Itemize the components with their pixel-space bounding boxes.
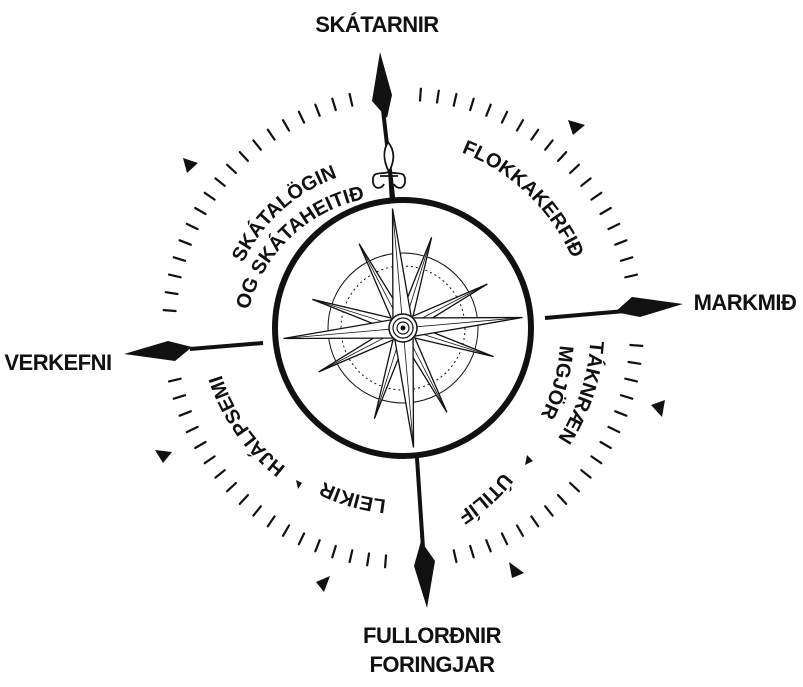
tick-mark [437,91,439,103]
south-label-line2: FORINGJAR [369,652,495,677]
compass-center-point [401,326,406,331]
east-needle-shaft [545,311,625,318]
south-label-line1: FULLORÐNIR [363,623,502,648]
tick-mark [558,495,566,504]
tick-mark [315,105,319,116]
tick-mark [240,495,248,504]
tick-mark [169,275,181,278]
tick-mark [625,275,637,278]
tick-mark [350,550,353,562]
tick-mark [625,379,637,382]
triangle-marker-icon [155,450,172,463]
tick-mark [205,456,215,463]
tick-mark [195,208,205,214]
tick-mark [215,178,224,185]
tick-mark [581,470,590,477]
tick-mark [187,427,198,432]
east-arrowhead-icon [615,297,683,317]
triangle-marker-icon [509,562,524,578]
tick-mark [169,379,181,382]
tick-mark [531,130,538,140]
north-arrowhead-icon [372,52,392,118]
tick-mark [240,152,248,161]
tick-mark [332,546,336,557]
west-arrowhead-icon [124,341,192,361]
section-label-utilif: ÚTILÍF [454,469,517,528]
tick-mark [180,411,191,415]
tick-mark [630,345,642,346]
west-needle-shaft [190,343,263,349]
tick-mark [180,240,191,244]
tick-mark [502,112,507,123]
tick-mark [581,178,590,185]
tick-mark [350,94,353,106]
tick-mark [174,395,185,399]
tick-mark [621,257,632,261]
east-label: MARKMIÐ [694,290,797,315]
tick-mark [558,152,566,161]
tick-mark [215,470,224,477]
tick-mark [227,483,236,491]
tick-mark [615,240,626,244]
tick-mark [601,442,611,448]
compass-rose-icon [275,200,531,456]
triangle-marker-icon [568,120,585,135]
tick-mark [470,546,474,557]
section-label-hjalpsemi: HJÁLPSEMI [205,373,289,480]
south-arrowhead-icon [414,541,435,608]
tick-mark [332,99,336,110]
triangle-marker-icon [525,455,533,465]
tick-mark [253,506,260,515]
tick-mark [570,483,579,491]
west-label: VERKEFNI [4,350,111,375]
triangle-marker-icon [183,158,198,173]
tick-mark [420,89,421,101]
tick-mark [315,540,319,551]
tick-mark [629,362,641,364]
tick-mark [608,427,619,432]
tick-mark [517,120,523,130]
tick-mark [517,526,523,536]
tick-mark [454,550,457,562]
tick-mark [545,140,552,149]
tick-mark [283,120,289,130]
tick-mark [187,224,198,229]
tick-mark [591,193,601,200]
tick-mark [486,105,490,116]
tick-mark [174,257,185,261]
tick-mark [531,516,538,526]
tick-mark [205,193,215,200]
tick-mark [601,208,611,214]
triangle-marker-icon [316,576,330,592]
tick-mark [227,165,236,173]
tick-mark [545,506,552,515]
tick-mark [299,112,304,123]
tick-mark [591,456,601,463]
tick-mark [367,554,369,566]
tick-mark [470,99,474,110]
tick-mark [502,533,507,544]
tick-mark [164,310,176,311]
tick-mark [268,130,275,140]
tick-mark [195,442,205,448]
tick-mark [385,555,386,567]
fleur-de-lis-icon [373,142,405,205]
north-label: SKÁTARNIR [315,12,439,37]
triangle-marker-icon [651,400,665,417]
triangle-marker-icon [296,480,302,489]
tick-mark [268,516,275,526]
tick-mark [283,526,289,536]
tick-mark [454,94,457,106]
tick-mark [166,292,178,294]
section-label-leikir: LEIKIR [316,477,387,517]
tick-mark [615,411,626,415]
tick-mark [486,540,490,551]
tick-mark [621,395,632,399]
tick-mark [253,140,260,149]
tick-mark [299,533,304,544]
tick-mark [608,224,619,229]
tick-mark [570,165,579,173]
south-needle-shaft [417,458,423,548]
